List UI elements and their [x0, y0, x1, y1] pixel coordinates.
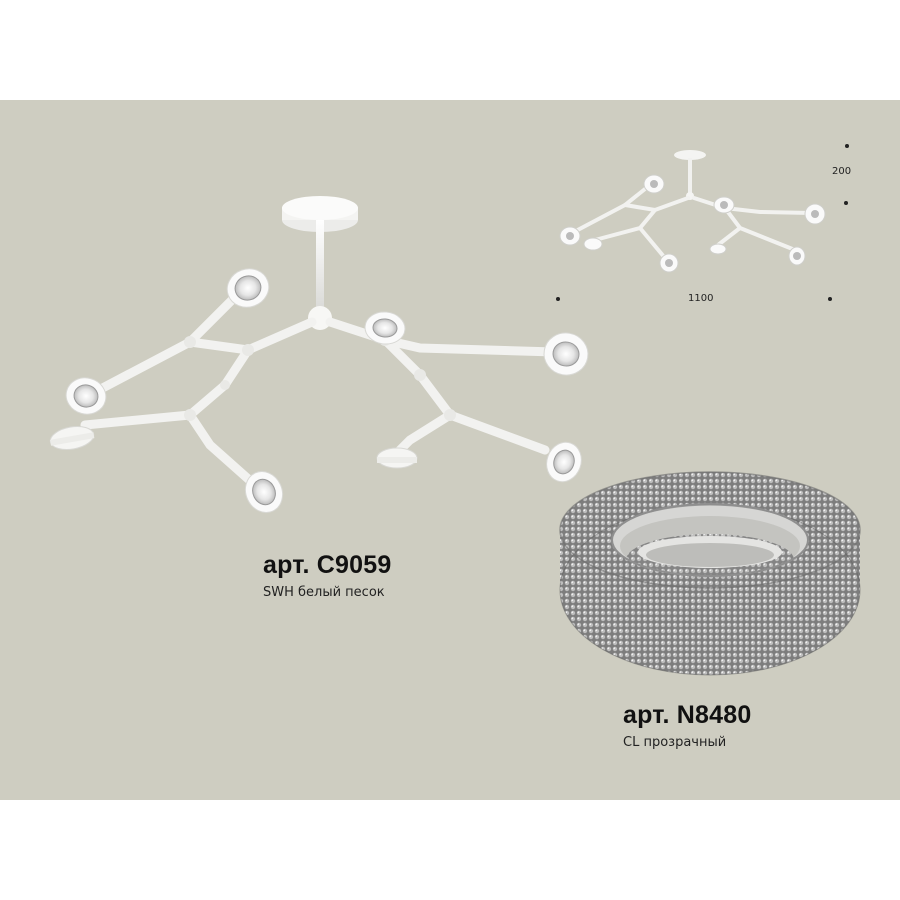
dim-marker-right [828, 297, 832, 301]
chandelier-c9059-image [49, 196, 589, 513]
product-article-c9059: арт. C9059 [263, 551, 392, 579]
dim-marker-top [845, 144, 849, 148]
product-finish-n8480: CL прозрачный [623, 735, 727, 750]
product-article-n8480: арт. N8480 [623, 701, 752, 729]
product-panel: 200 1100 арт. C9059 SWH белый песок арт.… [0, 100, 900, 800]
dimension-drawing [559, 150, 826, 273]
height-dimension-label: 200 [832, 166, 852, 177]
dim-marker-mid [844, 201, 848, 205]
crystal-ring-n8480-image [559, 471, 861, 676]
width-dimension-label: 1100 [688, 293, 714, 304]
product-finish-c9059: SWH белый песок [263, 585, 385, 600]
dim-marker-left [556, 297, 560, 301]
product-illustration [49, 150, 861, 676]
